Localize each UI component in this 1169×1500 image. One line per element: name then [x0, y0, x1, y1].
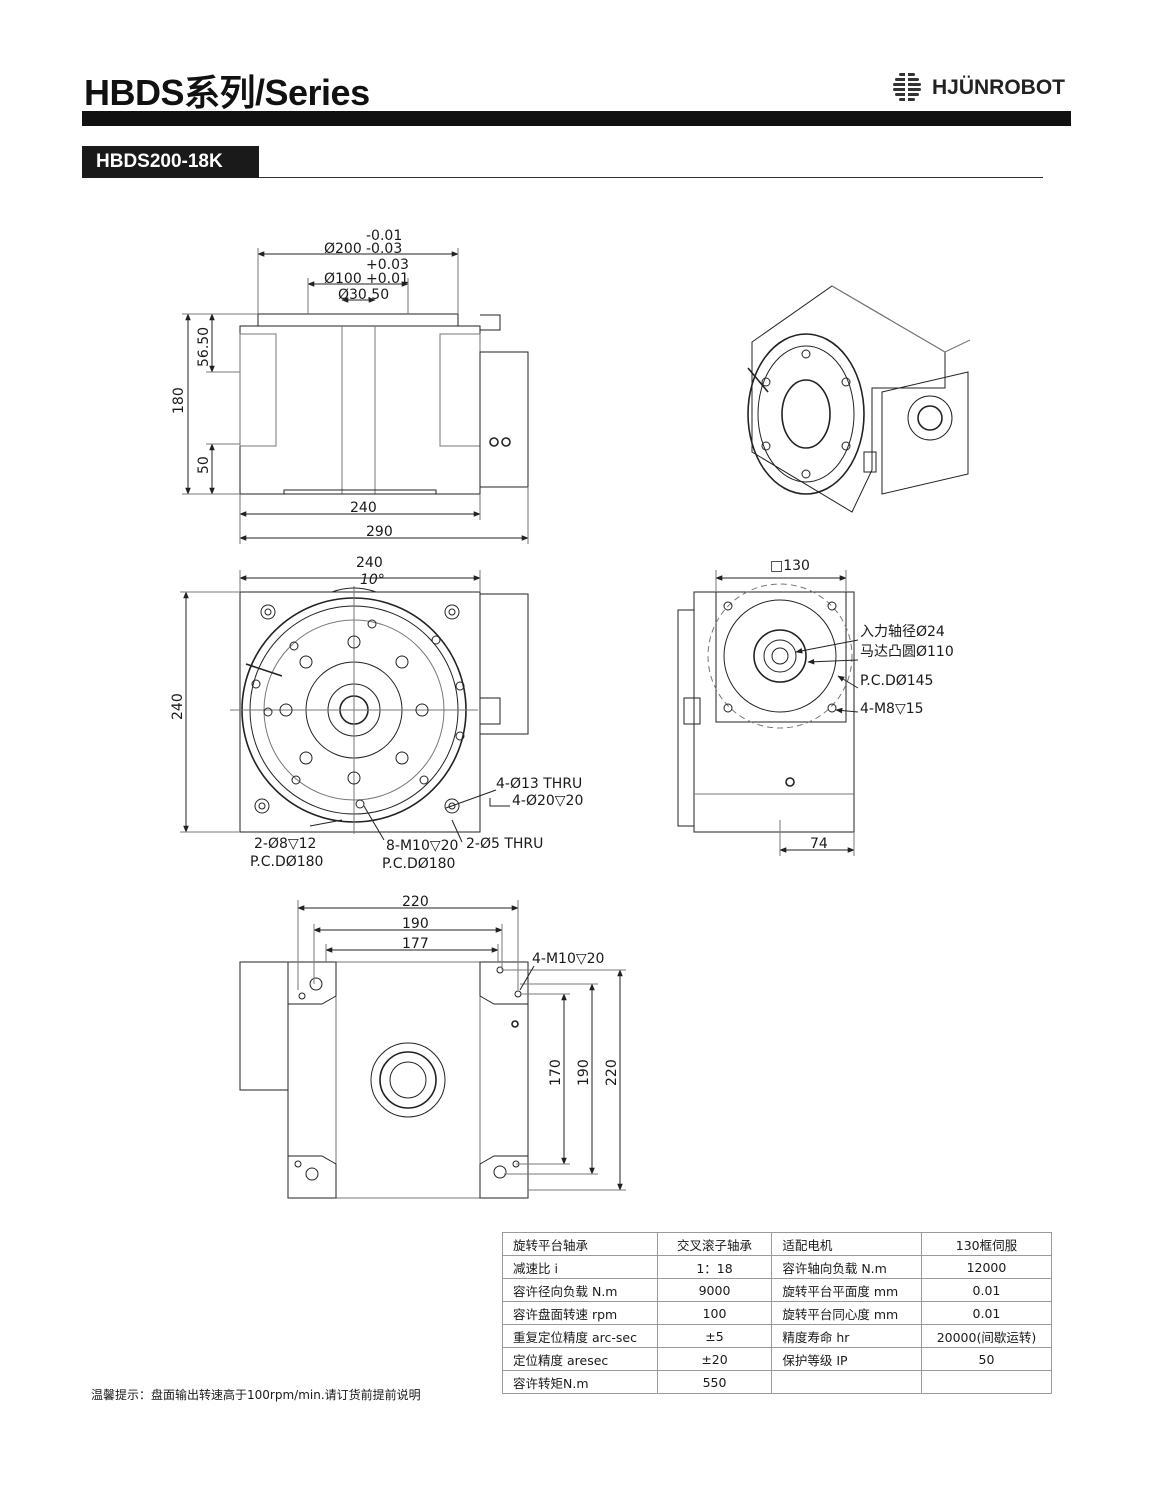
bottom-w1-label: 220	[402, 894, 429, 910]
technical-drawing: -0.01 Ø200 -0.03 +0.03 Ø100 +0.01 Ø30.50…	[170, 228, 971, 1199]
bottom-view: 220 190 177 4-M10▽20 170 190 220	[239, 894, 626, 1199]
spec-value-cell: 12000	[920, 1255, 1053, 1279]
top-angle-label: 10°	[360, 572, 385, 588]
bottom-w3-label: 177	[402, 936, 429, 952]
bottom-h1-label: 170	[548, 1059, 564, 1086]
front-width-total: 290	[366, 524, 393, 540]
spec-name-cell: 旋转平台同心度 mm	[771, 1301, 922, 1325]
tol-inner-lower: +0.01	[366, 271, 409, 287]
top-view: 240 10° 240 4-Ø13 THRU 4-Ø20▽20 2-Ø8▽12 …	[170, 555, 583, 872]
header-rule	[82, 111, 1071, 126]
top-width-label: 240	[356, 555, 383, 571]
spec-name-cell: 旋转平台轴承	[502, 1232, 658, 1256]
bottom-tap-label: 4-M10▽20	[532, 951, 604, 967]
footnote: 温馨提示：盘面输出转速高于100rpm/min.请订货前提前说明	[91, 1388, 421, 1402]
spec-value-cell: 交叉滚子轴承	[656, 1232, 773, 1256]
tol-inner-upper: +0.03	[366, 257, 409, 273]
spec-value-cell: 550	[656, 1370, 773, 1394]
brand-logo: HJÜNROBOT	[890, 70, 1065, 106]
hole-thru-label: 4-Ø13 THRU	[496, 776, 582, 792]
bottom-h2-label: 190	[576, 1059, 592, 1086]
spec-value-cell	[920, 1370, 1053, 1394]
motor-spigot-label: 马达凸圆Ø110	[860, 644, 954, 660]
dowel-label: 2-Ø8▽12	[254, 836, 316, 852]
tol-outer-upper: -0.01	[366, 228, 402, 244]
spec-name-cell: 适配电机	[771, 1232, 922, 1256]
spec-value-cell: 0.01	[920, 1301, 1053, 1325]
front-width-body: 240	[350, 500, 377, 516]
spec-name-cell: 重复定位精度 arc-sec	[502, 1324, 658, 1348]
side-pcd-label: P.C.DØ145	[860, 673, 933, 689]
model-label: HBDS200-18K	[82, 146, 259, 178]
spec-value-cell: 50	[920, 1347, 1053, 1371]
brand-name: HJÜNROBOT	[932, 76, 1066, 99]
side-offset-label: 74	[810, 836, 828, 852]
spec-value-cell: 130框伺服	[920, 1232, 1053, 1256]
tap-pcd-label: P.C.DØ180	[382, 856, 455, 872]
page-title: HBDS系列/Series	[84, 72, 370, 113]
thru5-label: 2-Ø5 THRU	[466, 836, 543, 852]
spec-name-cell: 定位精度 aresec	[502, 1347, 658, 1371]
spec-name-cell: 容许轴向负载 N.m	[771, 1255, 922, 1279]
dia-outer-label: Ø200	[324, 241, 362, 257]
model-rule	[259, 177, 1043, 178]
spec-name-cell: 减速比 i	[502, 1255, 658, 1279]
dowel-pcd-label: P.C.DØ180	[250, 854, 323, 870]
top-height-label: 240	[170, 693, 186, 720]
dia-bore-label: Ø30.50	[338, 287, 389, 303]
bottom-h3-label: 220	[604, 1059, 620, 1086]
spec-name-cell: 旋转平台平面度 mm	[771, 1278, 922, 1302]
tap-label: 8-M10▽20	[386, 838, 458, 854]
spec-value-cell: 100	[656, 1301, 773, 1325]
spec-value-cell: 0.01	[920, 1278, 1053, 1302]
side-thread-label: 4-M8▽15	[860, 701, 924, 717]
dia-inner-label: Ø100	[324, 271, 362, 287]
spec-name-cell: 保护等级 IP	[771, 1347, 922, 1371]
striped-globe-logo-icon	[893, 72, 921, 104]
spec-name-cell	[771, 1370, 922, 1394]
front-height-flange: 56.50	[196, 327, 212, 367]
spec-value-cell: 1：18	[656, 1255, 773, 1279]
isometric-view	[747, 285, 971, 513]
spec-value-cell: ±20	[656, 1347, 773, 1371]
spec-name-cell: 容许盘面转速 rpm	[502, 1301, 658, 1325]
tol-outer-lower: -0.03	[366, 241, 402, 257]
front-view: -0.01 Ø200 -0.03 +0.03 Ø100 +0.01 Ø30.50…	[171, 228, 529, 544]
spec-name-cell: 容许径向负载 N.m	[502, 1278, 658, 1302]
side-square-label: □130	[770, 558, 810, 574]
spec-name-cell: 精度寿命 hr	[771, 1324, 922, 1348]
spec-value-cell: ±5	[656, 1324, 773, 1348]
front-height-total: 180	[171, 387, 187, 414]
front-height-base: 50	[196, 456, 212, 474]
input-shaft-label: 入力轴径Ø24	[860, 624, 945, 640]
bottom-w2-label: 190	[402, 916, 429, 932]
side-view: □130 入力轴径Ø24 马达凸圆Ø110 P.C.DØ145 4-M8▽15 …	[677, 558, 954, 856]
counterbore-label: 4-Ø20▽20	[512, 793, 583, 809]
spec-value-cell: 9000	[656, 1278, 773, 1302]
spec-name-cell: 容许转矩N.m	[502, 1370, 658, 1394]
spec-value-cell: 20000(间歇运转)	[920, 1324, 1053, 1348]
